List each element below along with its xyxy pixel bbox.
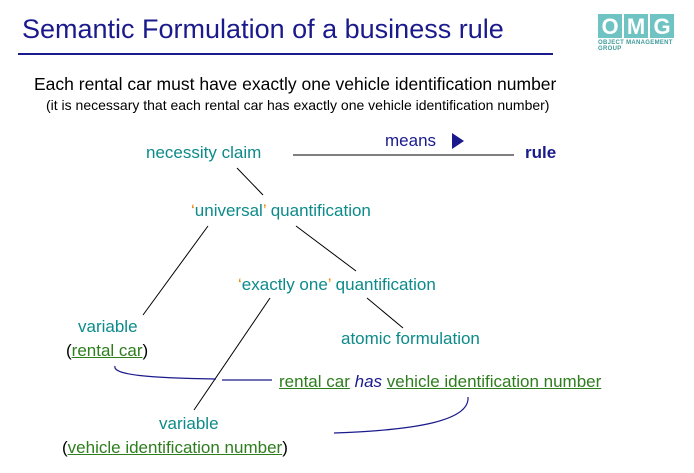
- exactly-to-variable2-connector: [193, 297, 271, 411]
- universal-word: universal: [194, 201, 263, 220]
- variable1-label: variable: [78, 317, 138, 336]
- fact-term-rental-car: rental car: [279, 372, 350, 391]
- exactly-one-quantification-node: ‘exactly one’ quantification: [238, 275, 436, 295]
- quote-close: ’: [327, 275, 331, 294]
- variable1-binding-curve: [114, 365, 217, 380]
- atomic-formulation-node: atomic formulation: [341, 329, 480, 348]
- quantification-word: quantification: [265, 201, 371, 220]
- fact-verb: has: [354, 372, 383, 391]
- slide-title: Semantic Formulation of a business rule: [22, 14, 504, 44]
- quote-open: ‘: [238, 275, 242, 294]
- variable1-term: rental car: [71, 341, 143, 360]
- claim-to-universal-connector: [236, 167, 264, 196]
- paren-open: (: [62, 438, 68, 457]
- svg-text:O: O: [601, 14, 618, 39]
- variable2-binding-curve: [333, 396, 469, 434]
- omg-logo: O M G: [598, 14, 674, 39]
- variable2-term-line: (vehicle identification number): [62, 438, 288, 458]
- necessity-claim-node: necessity claim: [146, 143, 262, 162]
- rule-statement: Each rental car must have exactly one ve…: [34, 74, 557, 94]
- universal-quantification-node: ‘universal’ quantification: [191, 201, 371, 221]
- means-arrow-icon: [452, 133, 464, 149]
- exactly-one-word: exactly one: [241, 275, 328, 294]
- universal-to-exactly-connector: [295, 225, 357, 272]
- paren-close: ): [282, 438, 288, 457]
- title-underline: [18, 53, 553, 55]
- fact-type-line: rental car has vehicle identification nu…: [279, 372, 601, 392]
- paren-close: ): [142, 341, 149, 360]
- paren-open: (: [66, 341, 72, 360]
- fact-term-vin: vehicle identification number: [386, 372, 602, 391]
- variable2-term: vehicle identification number: [67, 438, 283, 457]
- variable2-label: variable: [159, 414, 219, 433]
- quote-close: ’: [262, 201, 266, 220]
- exactly-to-atomic-connector: [366, 297, 404, 329]
- logo-subtext: OBJECT MANAGEMENT GROUP: [598, 40, 673, 52]
- variable1-term-line: (rental car): [66, 341, 148, 361]
- rule-node: rule: [525, 143, 557, 162]
- svg-text:G: G: [653, 14, 670, 39]
- means-label: means: [385, 131, 437, 150]
- quote-open: ‘: [191, 201, 195, 220]
- svg-text:M: M: [627, 14, 645, 39]
- universal-to-variable1-connector: [142, 225, 209, 316]
- quantification-word: quantification: [330, 275, 436, 294]
- rule-paraphrase: (it is necessary that each rental car ha…: [46, 97, 550, 113]
